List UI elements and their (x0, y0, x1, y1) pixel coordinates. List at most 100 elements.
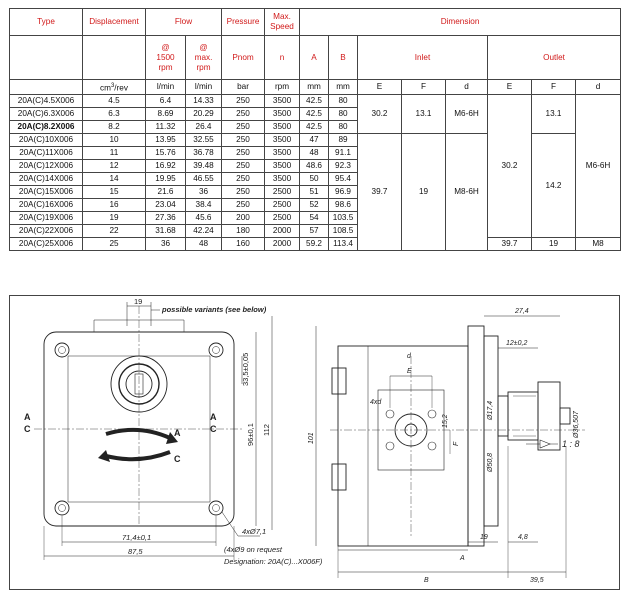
q1500-cell: 6.4 (145, 94, 186, 108)
disp-cell: 4.5 (82, 94, 146, 108)
q1500-cell: 27.36 (145, 211, 186, 225)
speed-cell: 3500 (264, 159, 301, 173)
dim-12-label: 12±0,2 (506, 340, 527, 347)
unit-outlet-d: d (575, 79, 622, 95)
b-cell: 96.9 (328, 185, 359, 199)
table-row: 20A(C)16X006 16 23.04 38.4 250 2500 52 9… (9, 198, 621, 212)
dim-15-label: 15,2 (442, 414, 449, 428)
disp-cell: 6.3 (82, 107, 146, 121)
inlet-e-cell: 39.7 (357, 133, 403, 251)
a-cell: 42.5 (299, 120, 330, 134)
inlet-e-cell: 30.2 (357, 94, 403, 134)
a-cell: 42.5 (299, 107, 330, 121)
mounting-hole (54, 342, 70, 358)
pressure-cell: 180 (221, 224, 266, 238)
type-cell: 20A(C)14X006 (9, 172, 83, 186)
unit-outlet-e: E (487, 79, 533, 95)
type-cell: 20A(C)10X006 (9, 133, 83, 147)
qmax-cell: 36.78 (184, 146, 223, 160)
outlet-d-cell: M8 (575, 237, 622, 251)
rotation-arrow-c (105, 450, 171, 462)
outlet-f-cell: 14.2 (531, 133, 577, 238)
speed-cell: 2500 (264, 185, 301, 199)
dim-d36-label: Ø36,507 (573, 410, 580, 439)
q1500-cell: 31.68 (145, 224, 186, 238)
disp-cell: 15 (82, 185, 146, 199)
outlet-header: Outlet (487, 35, 622, 80)
holes-4x7-label: 4xØ7,1 (242, 527, 266, 536)
disp-cell: 16 (82, 198, 146, 212)
dim-d-label: d (407, 353, 412, 360)
a-cell: 48 (299, 146, 330, 160)
qmax-cell: 20.29 (184, 107, 223, 121)
drawing-svg: 19 possible variants (see below) A C A C… (24, 297, 585, 584)
outlet-e-cell: 30.2 (487, 94, 533, 238)
dim-19-label: 19 (134, 297, 142, 306)
bolt-head-top (331, 367, 347, 395)
blank-cell (82, 35, 146, 80)
dim-71-label: 71,4±0,1 (122, 533, 151, 542)
dim-96-label: 96±0,1 (246, 423, 255, 446)
pressure-cell: 160 (221, 237, 266, 251)
inlet-f-cell: 19 (401, 133, 447, 251)
speed-cell: 2000 (264, 237, 301, 251)
shaft-tip (559, 407, 571, 425)
speed-cell: 3500 (264, 107, 301, 121)
pnom-header: Pnom (221, 35, 266, 80)
col-displacement-header: Displacement (82, 8, 146, 36)
flow-max-header: @max.rpm (184, 35, 223, 80)
b-cell: 91.1 (328, 146, 359, 160)
a-cell: 52 (299, 198, 330, 212)
dim-33-label: 33,5±0,05 (241, 353, 250, 386)
q1500-cell: 8.69 (145, 107, 186, 121)
unit-inlet-d: d (445, 79, 489, 95)
spec-table: Type Displacement Flow Pressure Max.Spee… (9, 8, 622, 251)
qmax-cell: 38.4 (184, 198, 223, 212)
side-flange-step (483, 335, 499, 527)
b-cell: 92.3 (328, 159, 359, 173)
speed-cell: 3500 (264, 120, 301, 134)
designation-note: Designation: 20A(C)...X006F) (224, 557, 323, 566)
disp-cell: 12 (82, 159, 146, 173)
disp-cell: 14 (82, 172, 146, 186)
mounting-hole (208, 500, 224, 516)
a-cell: 54 (299, 211, 330, 225)
taper-label: 1 : 8 (562, 439, 580, 449)
speed-cell: 3500 (264, 172, 301, 186)
qmax-cell: 32.55 (184, 133, 223, 147)
unit-pressure: bar (221, 79, 266, 95)
dim-b-label: B (424, 577, 429, 584)
inlet-f-cell: 13.1 (401, 94, 447, 134)
b-cell: 103.5 (328, 211, 359, 225)
q1500-cell: 16.92 (145, 159, 186, 173)
unit-speed: rpm (264, 79, 301, 95)
pressure-cell: 250 (221, 146, 266, 160)
side-flange (467, 325, 485, 547)
table-row: 20A(C)10X006 10 13.95 32.55 250 3500 47 … (9, 133, 621, 251)
outlet-e-cell: 39.7 (487, 237, 533, 251)
pressure-cell: 250 (221, 107, 266, 121)
unit-a: mm (299, 79, 330, 95)
taper-arrow-icon (539, 439, 551, 449)
blank-cell (9, 35, 83, 80)
unit-inlet-e: E (357, 79, 403, 95)
speed-cell: 2500 (264, 211, 301, 225)
b-cell: 113.4 (328, 237, 359, 251)
q1500-cell: 11.32 (145, 120, 186, 134)
n-header: n (264, 35, 301, 80)
speed-cell: 2000 (264, 224, 301, 238)
inlet-d-cell: M6-6H (445, 94, 489, 134)
col-dimension-header: Dimension (299, 8, 622, 36)
a-cell: 47 (299, 133, 330, 147)
a-header: A (299, 35, 330, 80)
type-cell: 20A(C)12X006 (9, 159, 83, 173)
pressure-cell: 250 (221, 120, 266, 134)
a-cell: 57 (299, 224, 330, 238)
b-cell: 98.6 (328, 198, 359, 212)
bolt-head-bottom (331, 463, 347, 491)
shaft-collar (507, 391, 539, 441)
units-row: cm3/rev l/min l/min bar rpm mm mm E F d … (9, 79, 622, 95)
disp-cell: 25 (82, 237, 146, 251)
